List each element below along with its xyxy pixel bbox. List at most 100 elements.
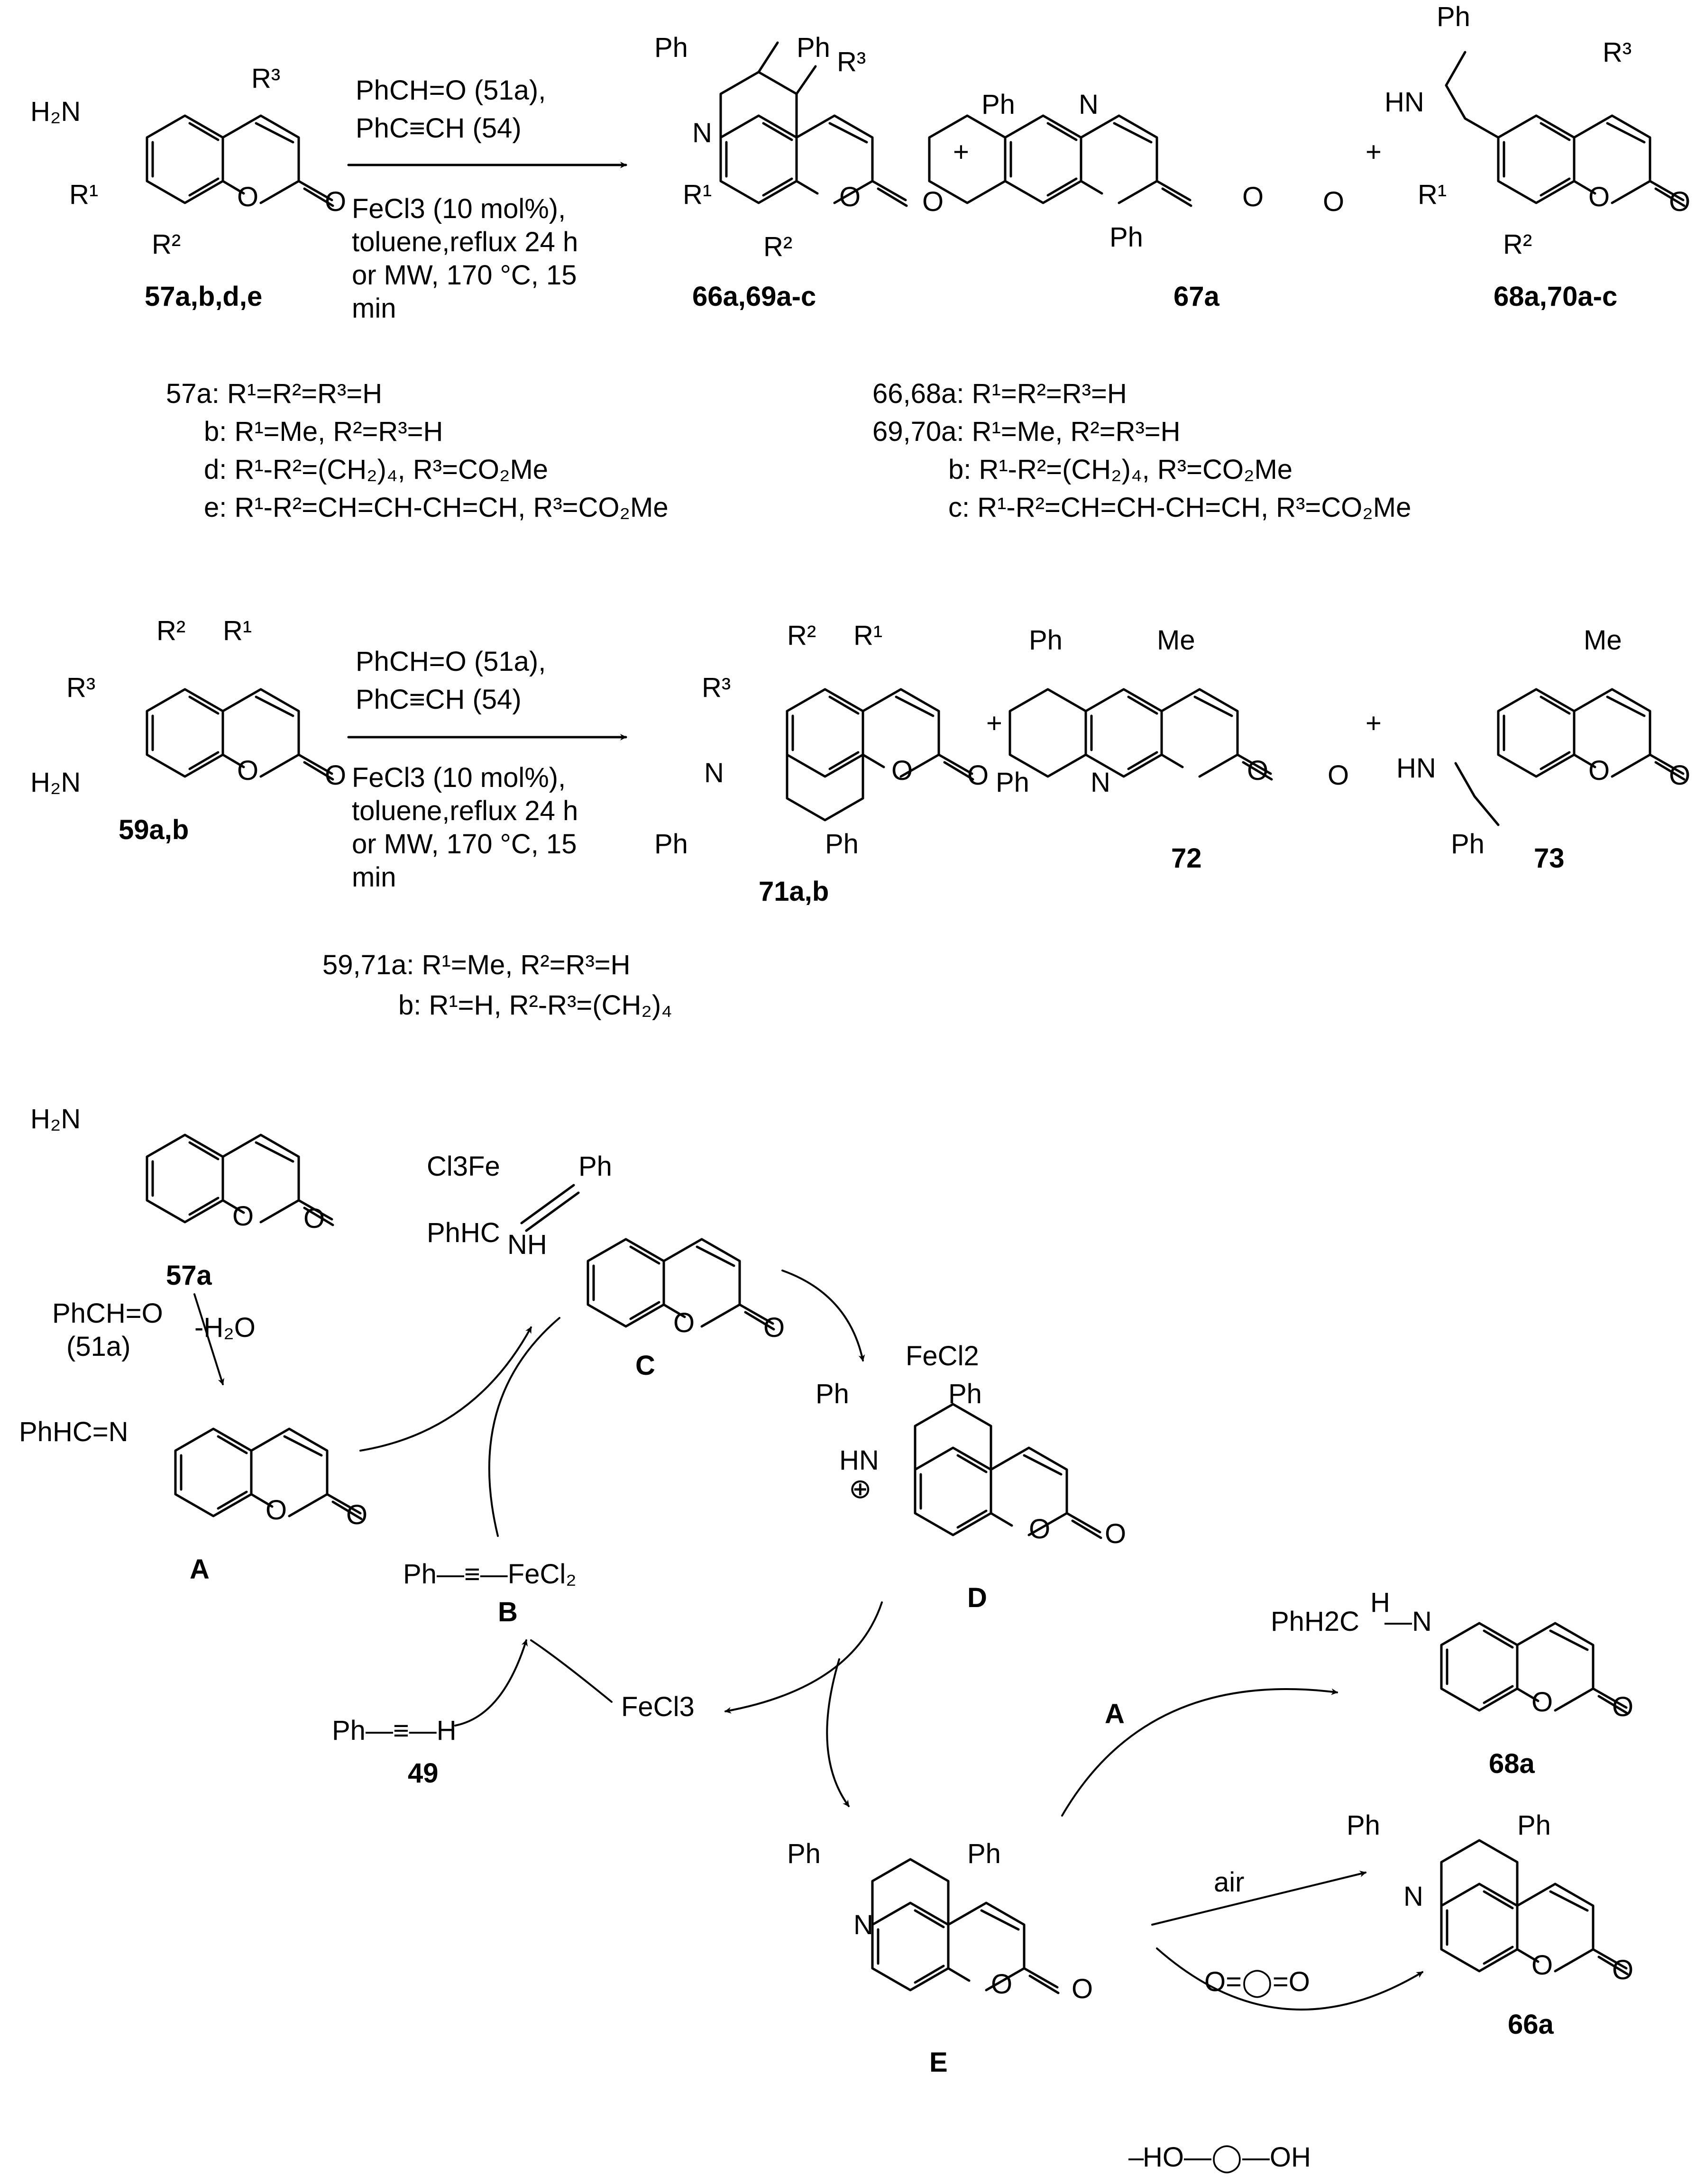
ring-oxygen-label: O bbox=[1242, 182, 1264, 212]
ring-oxygen-label: O bbox=[237, 182, 258, 212]
phenyl-label: Ph bbox=[967, 1838, 1001, 1869]
arrow-E-to-68a bbox=[1061, 1688, 1338, 1817]
phenyl-label: Ph bbox=[1029, 625, 1063, 656]
compound-68-structure bbox=[1445, 51, 1684, 206]
compound-68-label: 68a,70a-c bbox=[1494, 281, 1617, 312]
intermediate-C-label: C bbox=[635, 1350, 655, 1381]
water-loss-text: -H₂O bbox=[194, 1312, 256, 1343]
compound-66-label: 66a,69a-c bbox=[692, 281, 816, 312]
phenyl-label: Ph bbox=[1517, 1810, 1551, 1841]
r2-label: R² bbox=[787, 620, 816, 651]
carbonyl-oxygen-label: O bbox=[303, 1203, 325, 1234]
arrow-49-to-B bbox=[454, 1639, 528, 1727]
phenyl-label: Ph bbox=[1109, 222, 1143, 253]
substituent-row: b: R¹-R²=(CH₂)₄, R³=CO₂Me bbox=[948, 454, 1292, 485]
r3-label: R³ bbox=[1603, 37, 1632, 68]
phenyl-label: Ph bbox=[578, 1151, 612, 1182]
hydrogen-label: H bbox=[1370, 1587, 1390, 1618]
arrow-D-to-fecl3 bbox=[724, 1601, 883, 1714]
compound-73-label: 73 bbox=[1534, 843, 1565, 874]
quinone-text: O=◯=O bbox=[1204, 1966, 1310, 1998]
plus-sign: + bbox=[1366, 708, 1382, 739]
nitrogen-label: N bbox=[704, 758, 724, 788]
alkyne-bond bbox=[520, 1184, 575, 1225]
reagent-2-text: PhC≡CH (54) bbox=[356, 684, 522, 715]
c-fecl3-text: Cl3Fe bbox=[427, 1151, 500, 1182]
nitrogen-label: N bbox=[853, 1910, 873, 1940]
compound-57a-label: 57a bbox=[166, 1260, 212, 1291]
c-phhc-text: PhHC bbox=[427, 1217, 500, 1248]
ring-oxygen-label: O bbox=[991, 1969, 1012, 2000]
r1-label: R¹ bbox=[1418, 179, 1447, 210]
phenyl-label: Ph bbox=[948, 1379, 982, 1409]
r2-label: R² bbox=[1503, 229, 1532, 260]
ring-oxygen-label: O bbox=[1029, 1514, 1050, 1544]
scheme-2: R² R¹ R³ H₂N O O 59a,b PhCH=O (51a), PhC… bbox=[30, 615, 1690, 1021]
air-oxidation-arrow bbox=[1151, 1871, 1366, 1926]
arrow-C-to-D bbox=[781, 1270, 865, 1362]
ring-oxygen-label: O bbox=[673, 1307, 695, 1338]
aldehyde-text: PhCH=O bbox=[52, 1298, 163, 1329]
phenyl-label: Ph bbox=[797, 32, 830, 63]
r1-label: R¹ bbox=[683, 179, 712, 210]
compound-72-label: 72 bbox=[1171, 843, 1202, 874]
compound-68a-label: 68a bbox=[1489, 1748, 1535, 1779]
intermediate-D-label: D bbox=[967, 1582, 987, 1613]
phenyl-label: Ph bbox=[654, 829, 688, 859]
catalyst-text: FeCl3 (10 mol%), bbox=[352, 193, 566, 224]
amine-group-label: H₂N bbox=[30, 1104, 81, 1134]
imine-text: PhHC=N bbox=[19, 1416, 128, 1447]
ring-oxygen-label: O bbox=[232, 1201, 254, 1232]
benzyl-text: PhH2C bbox=[1271, 1606, 1359, 1637]
r2-label: R² bbox=[156, 615, 185, 646]
compound-66a-label: 66a bbox=[1508, 2009, 1554, 2040]
substituent-row: b: R¹=Me, R²=R³=H bbox=[204, 416, 443, 447]
ring-oxygen-label: O bbox=[266, 1495, 287, 1526]
arrow-57a-to-A bbox=[193, 1293, 225, 1385]
aldehyde-label: (51a) bbox=[66, 1331, 130, 1362]
nitrogen-label: N bbox=[692, 118, 712, 148]
alkyne-49-label: 49 bbox=[408, 1758, 439, 1789]
carbonyl-oxygen-label: O bbox=[325, 760, 346, 791]
carbonyl-oxygen-label: O bbox=[1669, 186, 1690, 217]
phenyl-label: Ph bbox=[654, 32, 688, 63]
r3-label: R³ bbox=[702, 672, 731, 703]
phenyl-label: Ph bbox=[1347, 1810, 1380, 1841]
minus-sign: – bbox=[1128, 2142, 1144, 2173]
plus-sign: + bbox=[1366, 137, 1382, 167]
compound-59-label: 59a,b bbox=[119, 814, 189, 845]
acetylide-text: Ph—≡—FeCl₂ bbox=[403, 1559, 577, 1590]
ring-oxygen-label: O bbox=[1247, 755, 1268, 786]
positive-charge-label: ⊕ bbox=[849, 1473, 872, 1504]
nitrogen-label: N bbox=[1091, 767, 1110, 798]
ring-oxygen-label: O bbox=[839, 182, 861, 212]
methyl-label: Me bbox=[1157, 625, 1195, 656]
arrow-fecl3-to-B bbox=[530, 1639, 613, 1703]
compound-57-label: 57a,b,d,e bbox=[145, 281, 262, 312]
plus-sign: + bbox=[953, 137, 969, 167]
intermediate-E-label: E bbox=[929, 2047, 948, 2078]
carbonyl-oxygen-label: O bbox=[325, 186, 346, 217]
mechanism: H₂N O O 57a PhCH=O (51a) -H₂O PhHC=N O O… bbox=[19, 1104, 1633, 2174]
substituent-row: 57a: R¹=R²=R³=H bbox=[166, 378, 382, 409]
carbonyl-oxygen-label: O bbox=[1669, 760, 1690, 791]
ring-oxygen-label: O bbox=[237, 755, 258, 786]
conditions-text-1: toluene,reflux 24 h bbox=[352, 795, 578, 826]
compound-66a-structure bbox=[1440, 1839, 1627, 1974]
r3-label: R³ bbox=[837, 46, 866, 77]
substituent-row: e: R¹-R²=CH=CH-CH=CH, R³=CO₂Me bbox=[204, 492, 669, 523]
ring-oxygen-label: O bbox=[1531, 1950, 1553, 1981]
amine-group-label: H₂N bbox=[30, 96, 81, 127]
carbonyl-oxygen-label: O bbox=[1072, 1974, 1093, 2004]
nh-label: HN bbox=[839, 1445, 879, 1476]
alkyne-text: Ph—≡—H bbox=[332, 1715, 457, 1746]
conditions-text-3: min bbox=[352, 862, 396, 893]
carbonyl-oxygen-label: O bbox=[967, 760, 989, 791]
substituent-row: 59,71a: R¹=Me, R²=R³=H bbox=[322, 950, 631, 980]
compound-66-structure bbox=[719, 41, 907, 206]
r1-label: R¹ bbox=[853, 620, 882, 651]
carbonyl-oxygen-label: O bbox=[346, 1499, 367, 1530]
ring-oxygen-label: O bbox=[1531, 1687, 1553, 1718]
ring-oxygen-label: O bbox=[1588, 755, 1610, 786]
